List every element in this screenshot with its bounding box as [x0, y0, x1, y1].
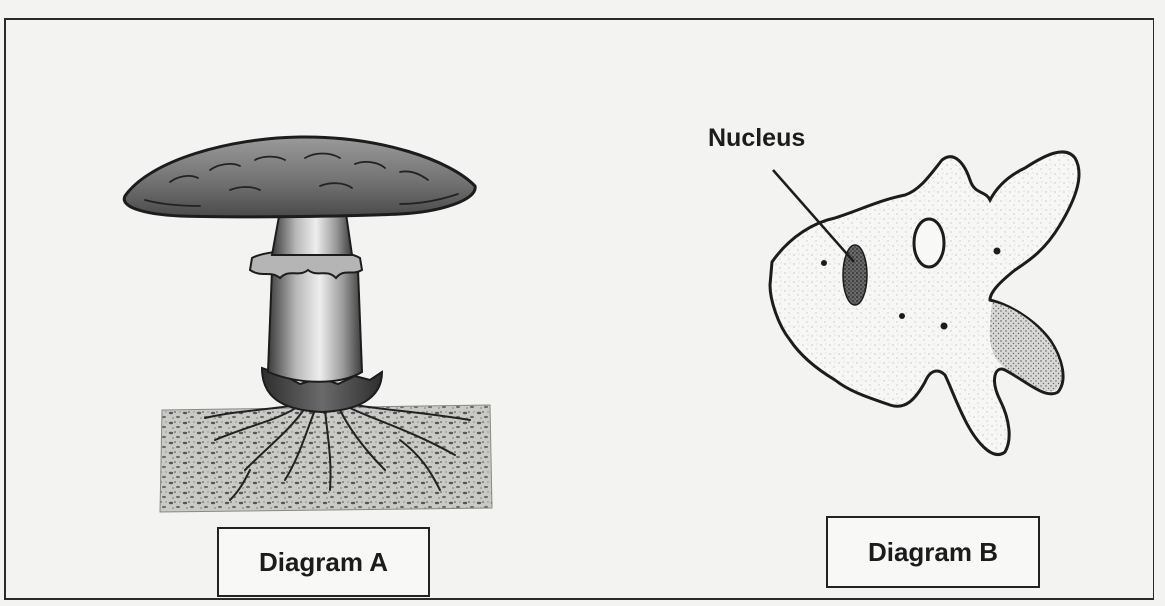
granule	[821, 260, 827, 266]
granule	[899, 313, 905, 319]
diagram-a-label: Diagram A	[217, 527, 430, 597]
amoeba-body	[770, 152, 1079, 455]
diagram-b-label: Diagram B	[826, 516, 1040, 588]
granule	[941, 323, 948, 330]
amoeba-illustration	[770, 152, 1079, 455]
vacuole	[914, 219, 944, 267]
stem-lower	[268, 270, 362, 382]
mushroom-illustration	[124, 137, 492, 512]
nucleus-label: Nucleus	[708, 124, 805, 153]
granule	[994, 248, 1001, 255]
